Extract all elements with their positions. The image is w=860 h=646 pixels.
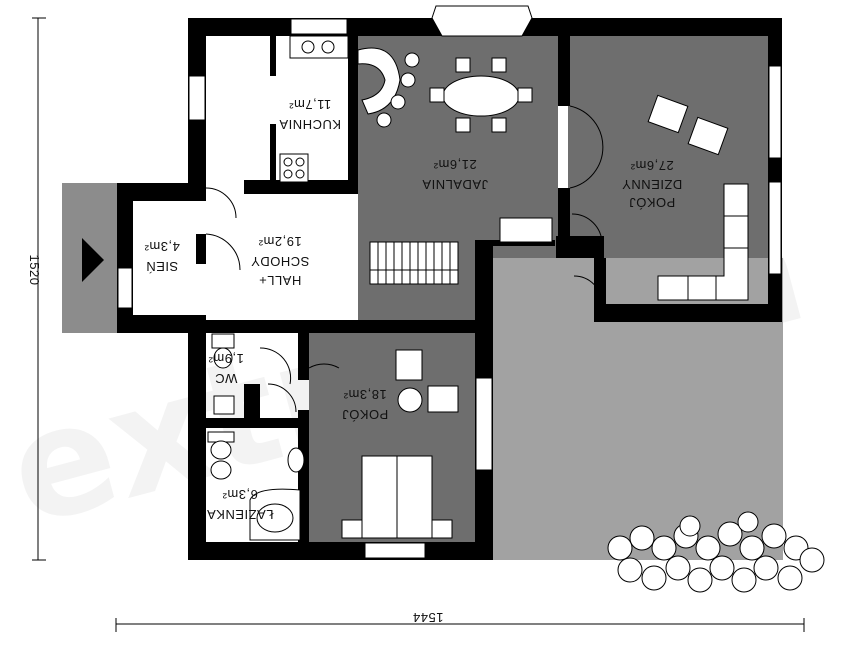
dimension-lines (32, 17, 805, 632)
room-area: 21,6m² (433, 157, 477, 172)
label-kuchnia: KUCHNIA 11,7m² (279, 97, 341, 132)
label-sien: SIEŃ 4,3m² (144, 239, 180, 274)
label-pokoj: POKÓJ 18,3m² (342, 387, 389, 422)
room-name-line2: SCHODY (251, 254, 310, 269)
room-name-line2: DZIENNY (622, 177, 683, 192)
doors (205, 105, 604, 413)
room-name: POKÓJ (629, 195, 676, 210)
kitchen-fixtures (279, 35, 349, 183)
room-area: 4,3m² (144, 239, 180, 254)
label-hall: HALL+ SCHODY 19,2m² (251, 234, 310, 288)
terrace (493, 258, 783, 560)
label-wc: WC 1,9m² (208, 351, 244, 386)
bedroom-furniture (341, 349, 459, 539)
room-area: 19,2m² (258, 234, 302, 249)
windows (117, 5, 782, 559)
room-area: 27,6m² (630, 158, 674, 173)
living-furniture (647, 94, 749, 301)
room-name: SIEŃ (146, 259, 178, 274)
width-dimension-label: 1544 (413, 610, 444, 625)
inner-walls (196, 36, 606, 560)
height-dimension-label: 1520 (27, 255, 42, 286)
entrance-arrow-icon (82, 238, 104, 282)
label-lazienka: ŁAZIENKA 6,3m² (207, 487, 274, 522)
stairs (369, 241, 459, 285)
room-area: 11,7m² (289, 97, 332, 112)
room-name: POKÓJ (342, 407, 389, 422)
room-area: 6,3m² (222, 487, 258, 502)
room-name: HALL+ (259, 273, 302, 288)
label-jadalnia: JADALNIA 21,6m² (422, 157, 488, 192)
label-pokoj-dzienny: POKÓJ DZIENNY 27,6m² (622, 158, 683, 210)
room-name: JADALNIA (422, 177, 488, 192)
room-name: WC (215, 371, 238, 386)
room-area: 18,3m² (343, 387, 387, 402)
dining-furniture (357, 47, 533, 133)
bathroom-fixtures (207, 333, 305, 541)
room-name: KUCHNIA (279, 117, 341, 132)
room-name: ŁAZIENKA (207, 507, 274, 522)
shrubs (607, 511, 825, 593)
room-area: 1,9m² (208, 351, 244, 366)
